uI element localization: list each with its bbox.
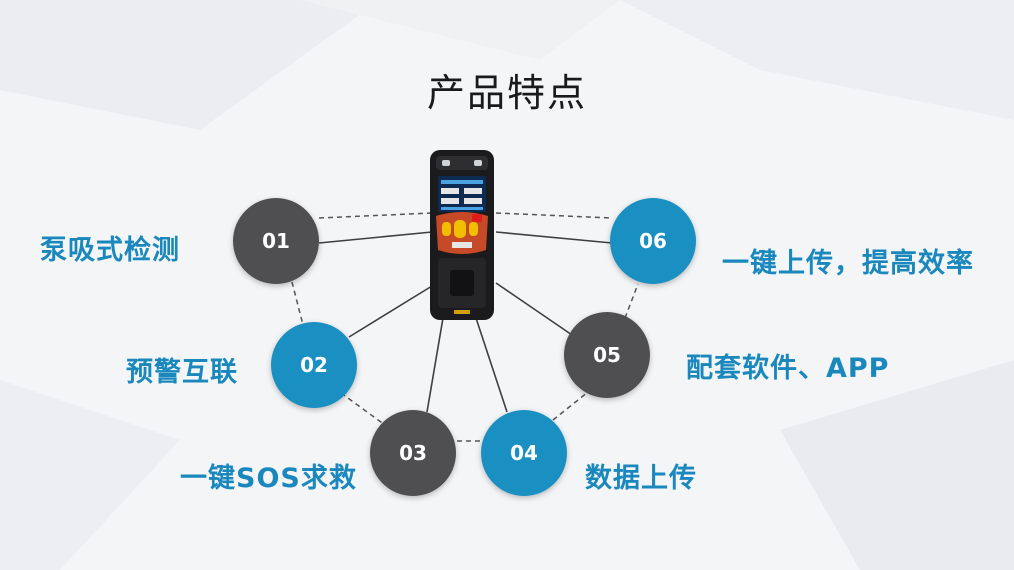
- dashed-link-02-03: [340, 392, 386, 426]
- spoke-05: [495, 282, 576, 338]
- feature-circle-01: 01: [233, 198, 319, 284]
- spoke-03: [426, 317, 444, 413]
- dashed-link-device-06: [495, 212, 613, 219]
- feature-number-01: 01: [262, 229, 290, 253]
- feature-label-03: 一键SOS求救: [180, 463, 357, 494]
- feature-circle-05: 05: [564, 312, 650, 398]
- dashed-link-05-06: [624, 283, 639, 319]
- page-title: 产品特点: [426, 71, 587, 115]
- spoke-04: [475, 317, 508, 413]
- feature-circle-02: 02: [271, 322, 357, 408]
- feature-circle-03: 03: [370, 410, 456, 496]
- dashed-link-01-device: [318, 212, 433, 219]
- feature-circle-06: 06: [610, 198, 696, 284]
- feature-number-02: 02: [300, 353, 328, 377]
- dashed-link-04-05: [552, 391, 589, 421]
- spoke-02: [348, 285, 433, 338]
- feature-number-05: 05: [593, 343, 621, 367]
- feature-label-01: 泵吸式检测: [40, 235, 180, 266]
- feature-label-04: 数据上传: [585, 463, 697, 494]
- feature-label-06: 一键上传，提高效率: [722, 248, 974, 279]
- feature-number-04: 04: [510, 441, 538, 465]
- dashed-link-01-02: [291, 281, 304, 326]
- gas-detector-device-image: [430, 150, 494, 320]
- feature-label-05: 配套软件、APP: [686, 353, 890, 384]
- spoke-06: [495, 231, 613, 244]
- feature-number-06: 06: [639, 229, 667, 253]
- feature-circle-04: 04: [481, 410, 567, 496]
- feature-label-02: 预警互联: [126, 357, 238, 388]
- spoke-01: [318, 231, 433, 244]
- feature-number-03: 03: [399, 441, 427, 465]
